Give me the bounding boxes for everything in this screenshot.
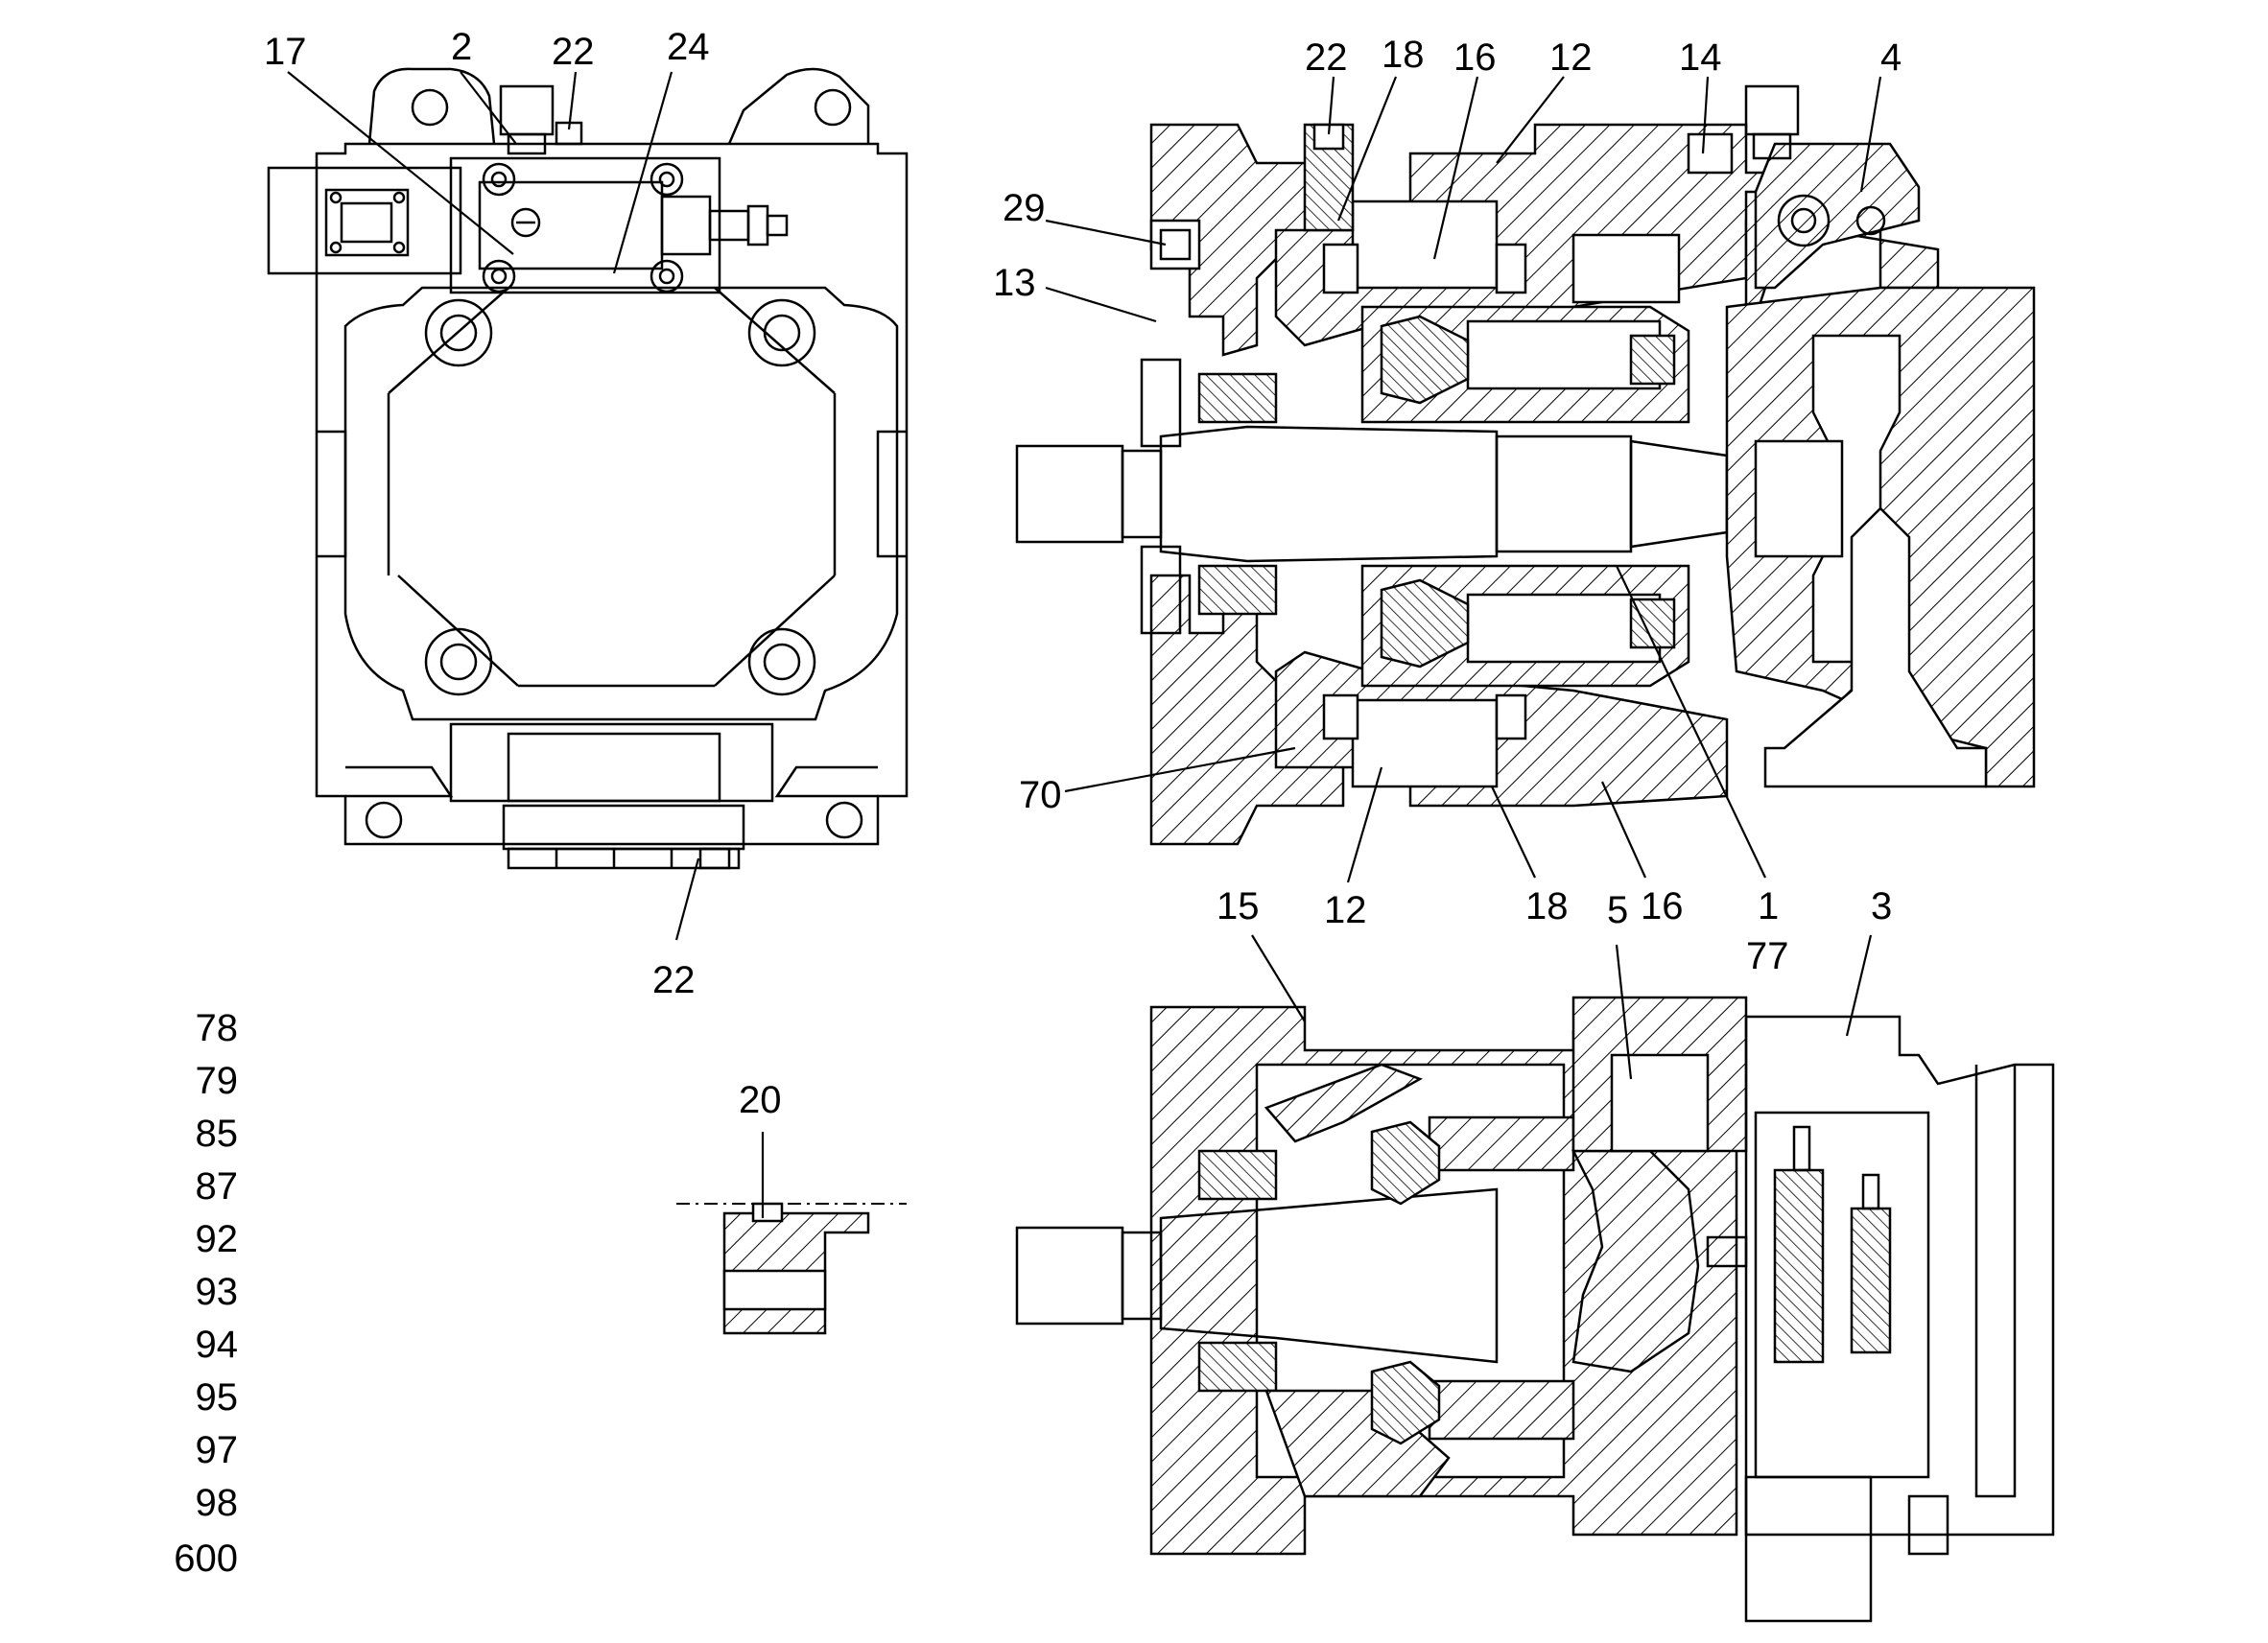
- part-number: 98: [196, 1482, 239, 1524]
- part-number: 87: [196, 1165, 239, 1208]
- callout-22-section: 22: [1305, 36, 1348, 79]
- callout-14: 14: [1679, 36, 1722, 79]
- part-number: 78: [196, 1007, 239, 1049]
- part-number: 85: [196, 1113, 239, 1155]
- callout-5: 5: [1607, 889, 1628, 931]
- part-number: 95: [196, 1376, 239, 1419]
- callout-2: 2: [451, 26, 472, 68]
- callout-22-bottom: 22: [652, 959, 696, 1001]
- callout-20: 20: [739, 1079, 782, 1121]
- callout-18: 18: [1382, 34, 1425, 76]
- callout-29: 29: [1003, 187, 1046, 229]
- part-number-list: 78 79 85 87 92 93 94 95 97 98 600: [174, 1007, 238, 1580]
- detail-view-20: [676, 1202, 907, 1335]
- callout-12-bottom: 12: [1324, 889, 1367, 931]
- callout-77: 77: [1746, 935, 1789, 977]
- callout-labels: 17 2 22 24 22 22 18 16 12 14 4 29 13 70 …: [264, 26, 1902, 1121]
- longitudinal-section: [1015, 84, 2036, 846]
- callout-70: 70: [1019, 774, 1062, 816]
- callout-13: 13: [993, 262, 1036, 304]
- part-number: 600: [174, 1537, 238, 1580]
- part-number: 92: [196, 1218, 239, 1260]
- callout-22: 22: [552, 31, 595, 73]
- end-view: [267, 67, 909, 870]
- callout-1: 1: [1758, 885, 1779, 927]
- callout-4: 4: [1880, 36, 1902, 79]
- callout-15: 15: [1217, 885, 1260, 927]
- part-number: 94: [196, 1324, 239, 1366]
- side-section: [1015, 996, 2055, 1623]
- callout-3: 3: [1871, 885, 1892, 927]
- callout-12: 12: [1549, 36, 1593, 79]
- part-number: 93: [196, 1271, 239, 1313]
- callout-18-bottom: 18: [1525, 885, 1569, 927]
- leader-lines: [287, 71, 1882, 1218]
- part-number: 79: [196, 1060, 239, 1102]
- callout-17: 17: [264, 31, 307, 73]
- callout-16: 16: [1453, 36, 1497, 79]
- part-number: 97: [196, 1429, 239, 1471]
- callout-16-bottom: 16: [1641, 885, 1684, 927]
- callout-24: 24: [667, 26, 710, 68]
